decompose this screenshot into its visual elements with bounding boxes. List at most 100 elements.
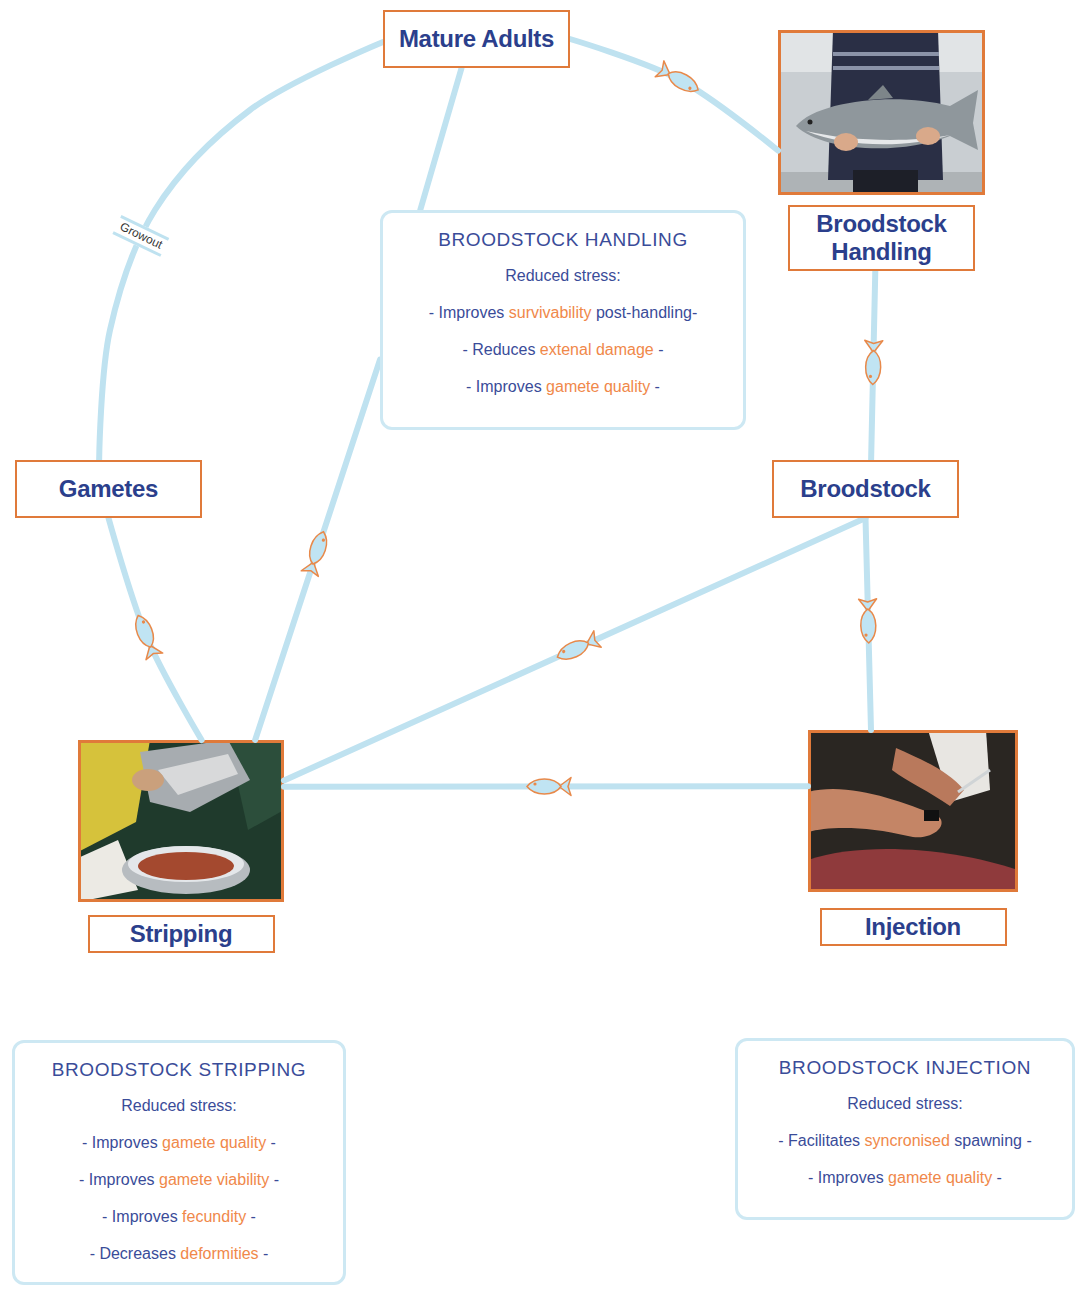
callout-heading: BROODSTOCK INJECTION <box>779 1051 1031 1085</box>
highlight-word: fecundity <box>182 1208 250 1225</box>
label-box: Stripping <box>88 915 275 953</box>
word: - <box>466 378 476 395</box>
fish-eye <box>141 620 145 624</box>
fish-marker <box>655 61 702 98</box>
highlight-word: quality <box>604 378 655 395</box>
callout-heading: BROODSTOCK HANDLING <box>438 223 688 257</box>
word: - <box>778 1132 788 1149</box>
word: - <box>90 1245 100 1262</box>
stage-label: Mature Adults <box>399 25 554 53</box>
fish-body <box>865 350 881 384</box>
flow-line <box>109 518 202 740</box>
callout-text: Reduced stress: <box>121 1087 237 1124</box>
highlight-word: gamete <box>162 1134 220 1151</box>
callout-text: - Improves fecundity - <box>102 1198 256 1235</box>
fish-eye <box>321 538 325 542</box>
word: - <box>274 1171 279 1188</box>
edge-label: Growout <box>112 215 169 257</box>
word: - <box>251 1208 256 1225</box>
word: Improves <box>818 1169 888 1186</box>
word: Improves <box>112 1208 182 1225</box>
photo-stage: Stripping <box>78 740 284 953</box>
word: Improves <box>476 378 546 395</box>
fish-body <box>665 67 702 96</box>
callout-box: BROODSTOCK STRIPPINGReduced stress:- Imp… <box>12 1040 346 1285</box>
fish-marker <box>130 612 163 660</box>
stage-label: Stripping <box>98 920 265 948</box>
stage-box: Mature Adults <box>383 10 570 68</box>
label-box: Broodstock Handling <box>788 205 975 271</box>
word: - <box>997 1169 1002 1186</box>
stage-label: Broodstock <box>800 475 930 503</box>
fish-marker <box>859 599 878 643</box>
callout-text: - Facilitates syncronised spawning - <box>778 1122 1031 1159</box>
callout-text: - Improves gamete quality - <box>808 1159 1002 1196</box>
word: Improves <box>92 1134 162 1151</box>
word: Improves <box>438 304 508 321</box>
callout-text: - Decreases deformities - <box>90 1235 269 1272</box>
flow-line <box>284 518 866 780</box>
photo-stage: Broodstock Handling <box>778 30 985 271</box>
handling-photo <box>778 30 985 195</box>
flow-line <box>570 39 778 151</box>
fish-body <box>527 779 561 794</box>
word: - <box>462 341 472 358</box>
fish-eye <box>562 649 566 653</box>
photo-stage: Injection <box>808 730 1018 946</box>
fish-eye <box>688 86 692 90</box>
word: - <box>1026 1132 1031 1149</box>
highlight-word: quality <box>220 1134 271 1151</box>
fish-marker <box>527 777 571 795</box>
word: Improves <box>89 1171 159 1188</box>
word: spawning <box>954 1132 1026 1149</box>
highlight-word: gamete <box>546 378 604 395</box>
fish-marker <box>301 529 332 576</box>
callout-text: - Improves survivability post-handling- <box>429 294 698 331</box>
word: - <box>808 1169 818 1186</box>
highlight-word: syncronised <box>865 1132 955 1149</box>
word: - <box>429 304 439 321</box>
word: Facilitates <box>788 1132 864 1149</box>
fish-eye <box>869 375 872 378</box>
word: - <box>658 341 663 358</box>
highlight-word: quality <box>946 1169 997 1186</box>
stage-label: Gametes <box>59 475 158 503</box>
highlight-word: survivability <box>509 304 596 321</box>
fish-eye <box>533 782 536 785</box>
callout-text: Reduced stress: <box>505 257 621 294</box>
highlight-word: gamete <box>888 1169 946 1186</box>
word: - <box>79 1171 89 1188</box>
stage-box: Gametes <box>15 460 202 518</box>
word: Reduces <box>472 341 540 358</box>
stage-label: Broodstock Handling <box>798 210 965 266</box>
word: - <box>102 1208 112 1225</box>
fish-marker <box>864 340 883 384</box>
word: Decreases <box>99 1245 180 1262</box>
injection-photo <box>808 730 1018 892</box>
highlight-word: deformities <box>180 1245 263 1262</box>
callout-text: - Improves gamete quality - <box>466 368 660 405</box>
word: - <box>263 1245 268 1262</box>
highlight-word: extenal <box>540 341 596 358</box>
callout-heading: BROODSTOCK STRIPPING <box>52 1053 306 1087</box>
stage-box: Broodstock <box>772 460 959 518</box>
stripping-photo <box>78 740 284 902</box>
fish-body <box>860 609 876 643</box>
word: - <box>655 378 660 395</box>
callout-text: - Reduces extenal damage - <box>462 331 663 368</box>
fish-eye <box>864 633 867 636</box>
fish-marker <box>554 631 602 666</box>
callout-text: Reduced stress: <box>847 1085 963 1122</box>
word: post-handling- <box>596 304 697 321</box>
word: - <box>82 1134 92 1151</box>
fish-body <box>554 636 591 664</box>
highlight-word: gamete <box>159 1171 217 1188</box>
word: - <box>271 1134 276 1151</box>
highlight-word: damage <box>596 341 658 358</box>
label-box: Injection <box>820 908 1007 946</box>
flow-line <box>99 42 383 460</box>
flow-line <box>420 68 461 210</box>
callout-text: - Improves gamete quality - <box>82 1124 276 1161</box>
